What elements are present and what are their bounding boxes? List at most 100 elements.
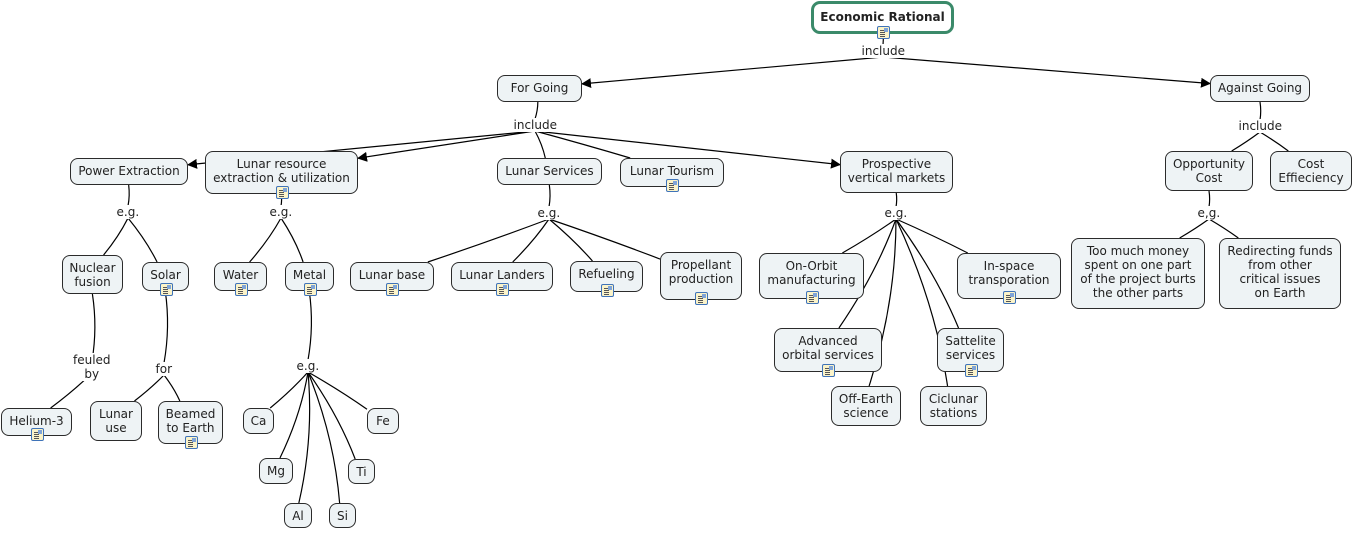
concept-solar[interactable]: Solar: [142, 262, 189, 291]
linking-phrase-eg_power[interactable]: e.g.: [115, 205, 141, 219]
document-resource-icon[interactable]: [600, 284, 614, 297]
concept-si[interactable]: Si: [329, 503, 356, 528]
concept-tourism[interactable]: Lunar Tourism: [620, 158, 724, 187]
linking-phrase-inc_against[interactable]: include: [1237, 119, 1283, 133]
linking-phrase-eg_metal[interactable]: e.g.: [295, 359, 321, 373]
link-line-eg_opportunity-toomuch: [1179, 218, 1210, 239]
concept-against[interactable]: Against Going: [1210, 75, 1310, 102]
link-line-fueled-in: [91, 293, 96, 362]
concept-label: Al: [292, 509, 304, 523]
concept-al[interactable]: Al: [284, 503, 312, 528]
concept-label: Cost Effieciency: [1278, 157, 1344, 185]
linking-phrase-inc_for[interactable]: include: [512, 118, 558, 132]
concept-cislunar[interactable]: Ciclunar stations: [920, 386, 987, 426]
document-resource-icon[interactable]: [234, 283, 248, 296]
concept-opportunity[interactable]: Opportunity Cost: [1165, 151, 1253, 191]
concept-for[interactable]: For Going: [497, 75, 582, 102]
concept-label: Metal: [292, 268, 327, 282]
linking-phrase-inc_root[interactable]: include: [860, 44, 906, 58]
concept-label: Lunar Landers: [459, 268, 545, 282]
document-resource-icon[interactable]: [1003, 291, 1016, 304]
document-resource-icon[interactable]: [159, 283, 173, 296]
link-line-eg_resource-metal: [280, 217, 304, 263]
link-line-eg_metal-ca: [269, 371, 309, 409]
concept-label: For Going: [510, 81, 569, 95]
linking-phrase-eg_vertical[interactable]: e.g.: [883, 206, 909, 220]
document-resource-icon[interactable]: [496, 283, 509, 296]
concept-label: Lunar Tourism: [629, 164, 715, 178]
concept-power[interactable]: Power Extraction: [70, 158, 188, 185]
link-line-eg_vertical-in: [895, 192, 898, 208]
document-resource-icon[interactable]: [275, 186, 289, 199]
concept-toomuch[interactable]: Too much money spent on one part of the …: [1071, 238, 1205, 309]
link-line-eg_metal-ti: [307, 371, 356, 460]
link-line-eg_services-base: [427, 218, 550, 263]
document-resource-icon[interactable]: [822, 364, 835, 377]
link-line-eg_resource-water: [249, 217, 282, 263]
document-resource-icon[interactable]: [876, 26, 890, 39]
concept-efficiency[interactable]: Cost Effieciency: [1270, 151, 1352, 191]
link-line-inc_for-resource: [357, 130, 536, 162]
link-line-inc_for-in: [534, 101, 539, 120]
link-line-eg_services-propellant: [548, 218, 661, 260]
link-line-eg_power-nuclear: [103, 217, 129, 256]
document-resource-icon[interactable]: [805, 291, 819, 304]
document-resource-icon[interactable]: [695, 292, 708, 305]
concept-ti[interactable]: Ti: [348, 459, 375, 484]
link-line-for_solar-lunaruse: [134, 374, 165, 402]
concept-label: Prospective vertical markets: [847, 157, 946, 185]
concept-label: Si: [337, 509, 348, 523]
concept-label: Lunar Services: [505, 164, 594, 178]
concept-vertical[interactable]: Prospective vertical markets: [840, 151, 953, 193]
document-resource-icon[interactable]: [386, 283, 399, 296]
concept-mg[interactable]: Mg: [259, 458, 293, 484]
concept-redirect[interactable]: Redirecting funds from other critical is…: [1219, 238, 1341, 309]
linking-phrase-eg_services[interactable]: e.g.: [536, 206, 562, 220]
document-resource-icon[interactable]: [30, 428, 44, 441]
concept-label: In-space transporation: [968, 259, 1050, 287]
document-resource-icon[interactable]: [303, 283, 317, 296]
link-line-eg_metal-fe: [307, 371, 368, 410]
concept-water[interactable]: Water: [214, 262, 267, 291]
concept-label: Economic Rational: [820, 10, 945, 24]
concept-services[interactable]: Lunar Services: [497, 158, 602, 185]
link-line-eg_metal-si: [307, 371, 341, 504]
link-line-eg_vertical-satellite: [895, 218, 960, 329]
concept-label: Water: [222, 268, 259, 282]
concept-label: Propellant production: [668, 258, 734, 286]
linking-phrase-eg_resource[interactable]: e.g.: [268, 205, 294, 219]
link-line-eg_opportunity-in: [1208, 190, 1211, 208]
concept-label: Beamed to Earth: [165, 407, 216, 435]
document-resource-icon[interactable]: [666, 179, 679, 192]
link-line-eg_power-in: [127, 184, 130, 207]
concept-label: Mg: [267, 464, 285, 478]
concept-label: Lunar base: [358, 268, 426, 282]
concept-label: Nuclear fusion: [69, 261, 116, 289]
concept-label: Lunar resource extraction & utilization: [213, 157, 350, 185]
linking-phrase-for_solar[interactable]: for: [154, 362, 173, 376]
link-line-eg_metal-al: [298, 371, 311, 504]
concept-nuclear[interactable]: Nuclear fusion: [62, 255, 123, 294]
concept-fe[interactable]: Fe: [367, 408, 399, 434]
link-line-for_solar-in: [163, 290, 169, 364]
link-line-eg_services-landers: [512, 218, 550, 263]
concept-label: Ti: [356, 465, 367, 479]
link-line-eg_opportunity-redirect: [1208, 218, 1239, 239]
linking-phrase-eg_opportunity[interactable]: e,g.: [1196, 206, 1222, 220]
concept-offearth[interactable]: Off-Earth science: [831, 386, 901, 426]
link-line-inc_against-in: [1259, 101, 1262, 121]
link-line-inc_root-for: [581, 56, 884, 89]
link-line-inc_against-opportunity: [1231, 131, 1261, 152]
document-resource-icon[interactable]: [184, 436, 198, 449]
concept-ca[interactable]: Ca: [243, 408, 274, 434]
concept-label: Fe: [376, 414, 390, 428]
concept-label: Off-Earth science: [838, 392, 894, 420]
linking-phrase-fueled[interactable]: feuled by: [72, 353, 112, 381]
link-line-eg_vertical-onorbit: [842, 218, 897, 254]
link-line-eg_vertical-inspace: [895, 218, 969, 254]
concept-lunaruse[interactable]: Lunar use: [90, 401, 142, 441]
link-line-eg_services-in: [548, 184, 551, 208]
concept-label: On-Orbit manufacturing: [767, 259, 856, 287]
document-resource-icon[interactable]: [964, 364, 978, 377]
